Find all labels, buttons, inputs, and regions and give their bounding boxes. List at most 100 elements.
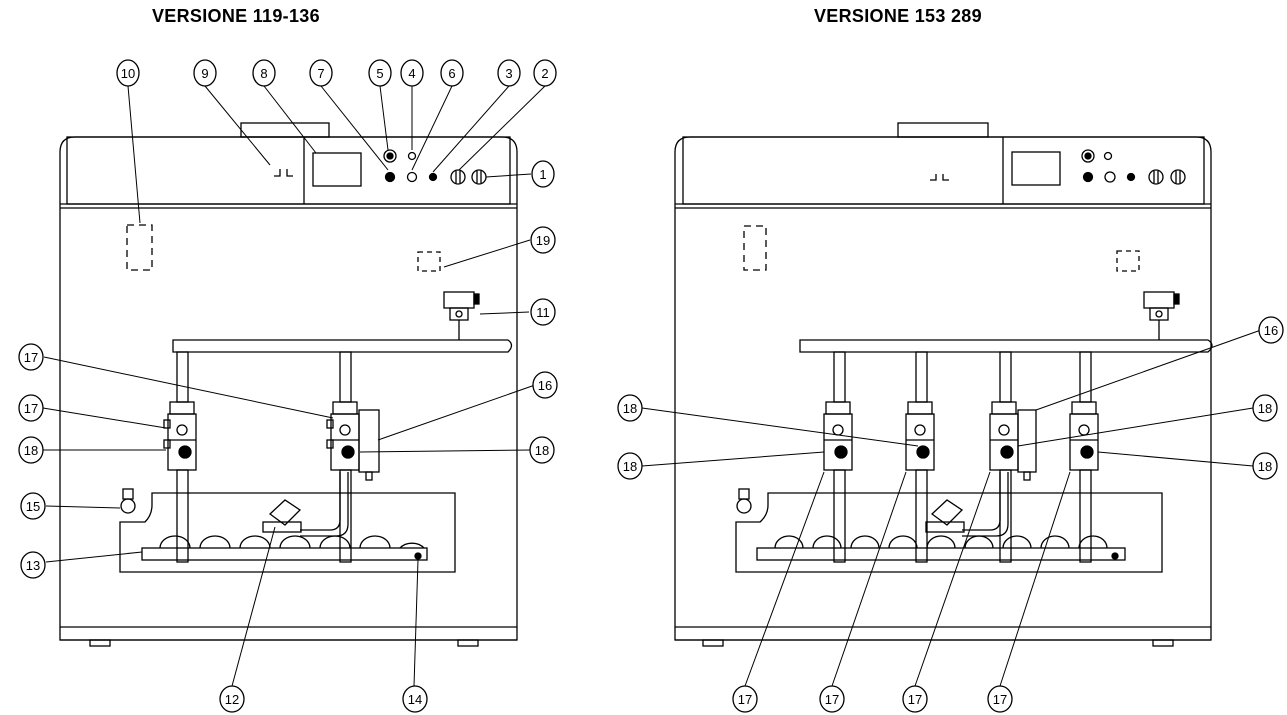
callout-19: 19 [530, 226, 556, 254]
callout-16-r: 16 [1258, 316, 1284, 344]
callout-10: 10 [116, 59, 140, 87]
callout-15: 15 [20, 492, 46, 520]
thermostat-knob-2-left [450, 169, 466, 185]
callout-17-r4: 17 [987, 685, 1013, 713]
led-4-left [407, 151, 417, 161]
svg-text:12: 12 [225, 692, 239, 707]
inspection-window-10-left [126, 224, 153, 271]
callout-8: 8 [252, 59, 276, 87]
callout-17-top: 17 [18, 343, 44, 371]
callout-4: 4 [400, 59, 424, 87]
svg-text:16: 16 [538, 378, 552, 393]
button-7-left [384, 171, 396, 183]
title-version-153-289: VERSIONE 153 289 [814, 6, 982, 26]
callout-1: 1 [531, 160, 555, 188]
svg-text:4: 4 [408, 66, 415, 81]
callout-18-r2: 18 [617, 452, 643, 480]
callout-14: 14 [402, 685, 428, 713]
callout-13: 13 [20, 551, 46, 579]
callout-18: 18 [18, 436, 44, 464]
svg-text:13: 13 [26, 558, 40, 573]
callout-7: 7 [309, 59, 333, 87]
callout-18-r3: 18 [1252, 394, 1278, 422]
burner-chamber-left [119, 492, 456, 573]
svg-text:18: 18 [1258, 401, 1272, 416]
knob-5-left [383, 149, 397, 163]
callout-2: 2 [533, 59, 557, 87]
pressure-switch-left [443, 291, 475, 309]
svg-text:1: 1 [539, 167, 546, 182]
gas-tap-left [120, 498, 136, 514]
switch-symbol-left [274, 169, 293, 177]
svg-text:17: 17 [738, 692, 752, 707]
callout-9: 9 [193, 59, 217, 87]
svg-text:16: 16 [1264, 323, 1278, 338]
callout-6: 6 [440, 59, 464, 87]
svg-text:10: 10 [121, 66, 135, 81]
control-panel-right [682, 136, 1205, 205]
svg-text:15: 15 [26, 499, 40, 514]
svg-text:3: 3 [505, 66, 512, 81]
callout-3: 3 [497, 59, 521, 87]
burner-chamber-right [735, 492, 1163, 573]
svg-text:18: 18 [623, 401, 637, 416]
svg-text:9: 9 [201, 66, 208, 81]
svg-text:17: 17 [24, 401, 38, 416]
svg-text:17: 17 [24, 350, 38, 365]
casing-right [674, 136, 1212, 641]
gas-manifold-right [799, 339, 1213, 353]
callout-17-r2: 17 [819, 685, 845, 713]
boiler-left [59, 122, 518, 647]
gas-valves-right [823, 351, 1099, 563]
gas-valve-left-2 [326, 401, 380, 481]
vent-box-right [897, 122, 989, 138]
vent-box-left [240, 122, 330, 138]
gas-manifold-left [172, 339, 513, 353]
thermostat-knob-1-left [471, 169, 487, 185]
foot-left-1 [89, 639, 111, 647]
callout-17-r1: 17 [732, 685, 758, 713]
casing-left [59, 136, 518, 641]
callout-18-r4: 18 [1252, 452, 1278, 480]
burner-tube-left [141, 547, 428, 561]
svg-text:14: 14 [408, 692, 422, 707]
callout-5: 5 [368, 59, 392, 87]
callout-12: 12 [219, 685, 245, 713]
callout-18-right: 18 [529, 436, 555, 464]
svg-text:17: 17 [993, 692, 1007, 707]
callout-11: 11 [530, 298, 556, 326]
title-version-119-136: VERSIONE 119-136 [152, 6, 320, 26]
button-3-left [428, 172, 438, 182]
burner-tube-right [756, 547, 1126, 561]
svg-text:17: 17 [908, 692, 922, 707]
svg-text:19: 19 [536, 233, 550, 248]
svg-text:7: 7 [317, 66, 324, 81]
svg-text:6: 6 [448, 66, 455, 81]
svg-text:11: 11 [536, 305, 550, 320]
inspection-window-19-left [417, 251, 441, 272]
display-left [312, 152, 362, 187]
callouts-left: 10 9 8 7 5 4 6 3 2 1 19 11 16 18 17 17 1… [18, 59, 558, 713]
svg-text:18: 18 [1258, 459, 1272, 474]
callout-17: 17 [18, 394, 44, 422]
callout-17-r3: 17 [902, 685, 928, 713]
svg-text:8: 8 [260, 66, 267, 81]
callout-18-r1: 18 [617, 394, 643, 422]
callout-leaders-left [42, 85, 546, 687]
switch-symbol-right [930, 174, 949, 181]
foot-left-2 [457, 639, 479, 647]
gas-valve-left-1 [163, 401, 197, 471]
svg-text:18: 18 [24, 443, 38, 458]
callouts-right: 16 18 18 18 18 17 17 17 17 [617, 316, 1284, 713]
svg-text:18: 18 [623, 459, 637, 474]
ignition-control-left [358, 409, 380, 473]
led-6-left [406, 171, 418, 183]
display-right [1011, 151, 1061, 186]
callout-16: 16 [532, 371, 558, 399]
svg-text:2: 2 [541, 66, 548, 81]
svg-text:17: 17 [825, 692, 839, 707]
boiler-right [674, 122, 1213, 647]
svg-text:5: 5 [376, 66, 383, 81]
svg-text:18: 18 [535, 443, 549, 458]
